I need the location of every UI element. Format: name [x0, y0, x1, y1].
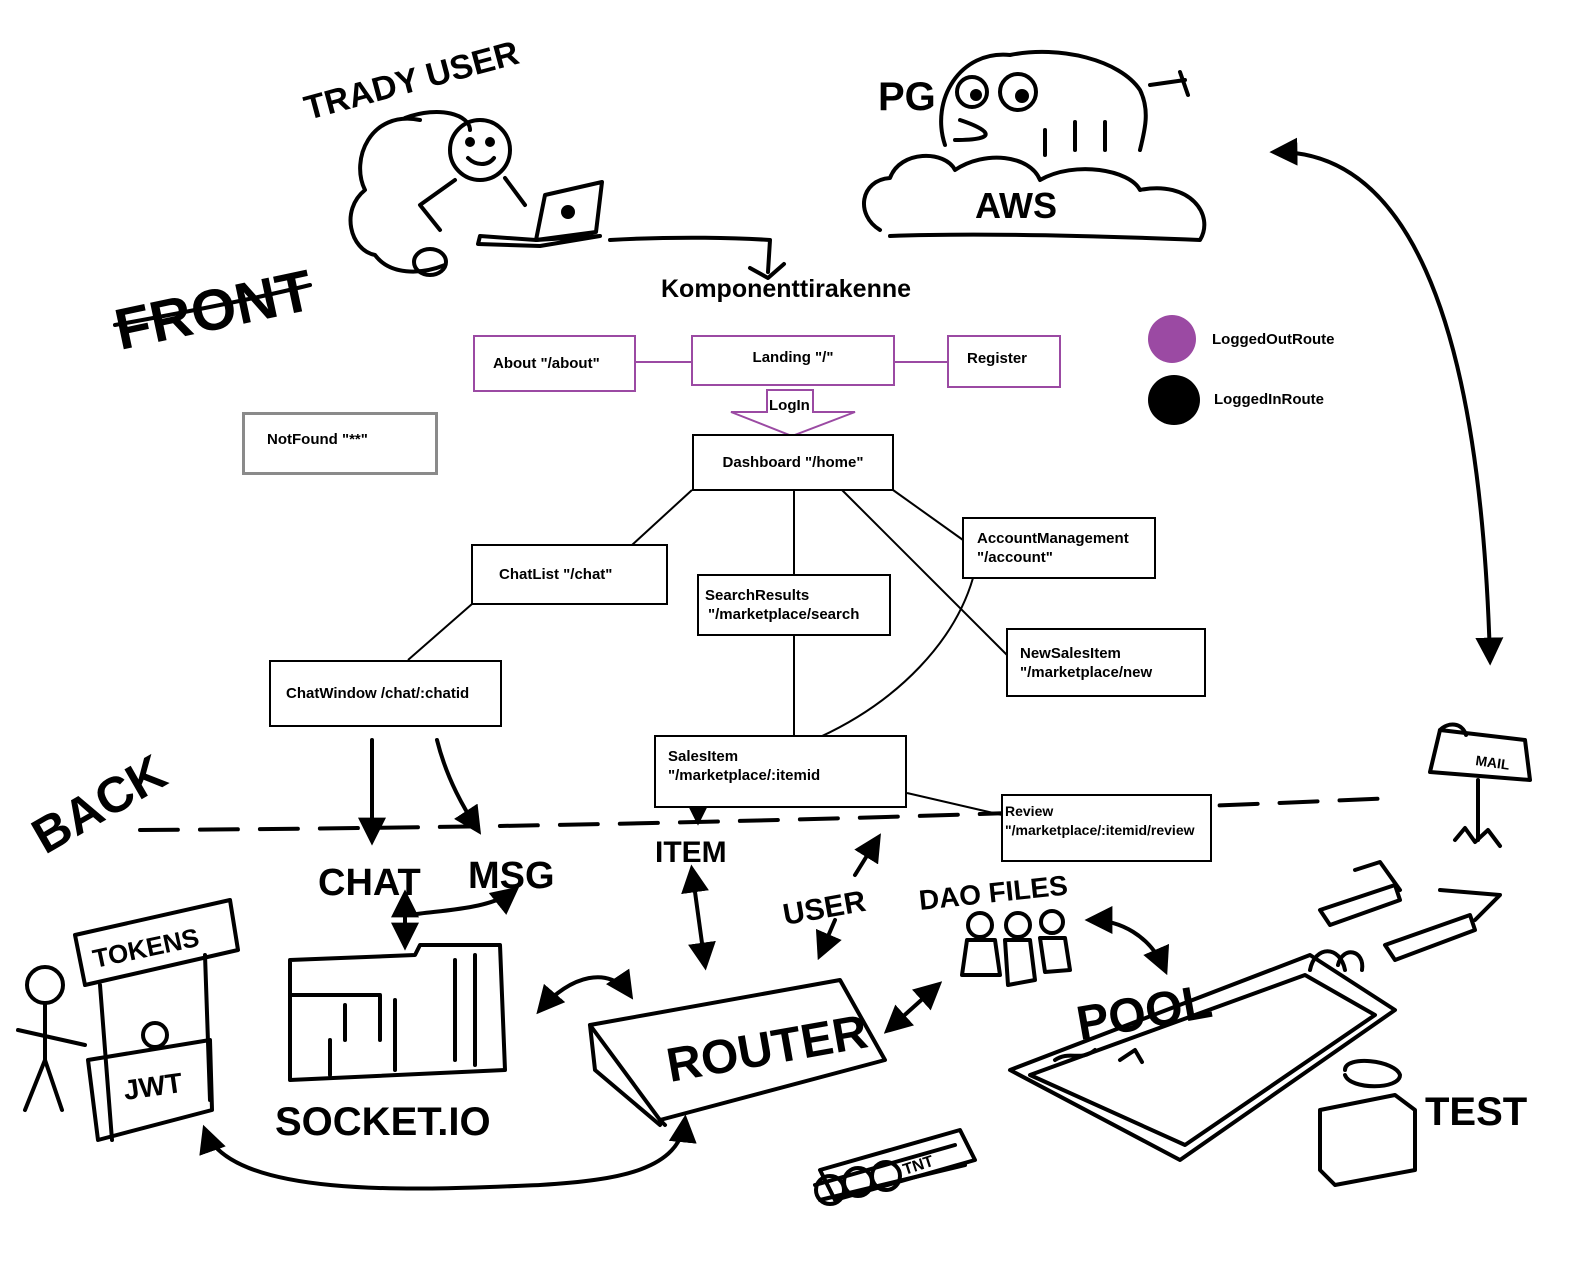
component-landing: Landing "/" [691, 335, 895, 386]
component-chatwindow: ChatWindow /chat/:chatid [269, 660, 502, 727]
label-item: ITEM [655, 836, 727, 869]
legend-loggedout-swatch [1148, 315, 1196, 363]
label-pg: PG [878, 75, 936, 119]
label-router: ROUTER [663, 1005, 872, 1092]
component-accountmanagement-name: AccountManagement [977, 530, 1129, 547]
component-accountmanagement-path: "/account" [977, 549, 1053, 566]
legend-loggedout-label: LoggedOutRoute [1212, 331, 1335, 348]
component-review: Review "/marketplace/:itemid/review [1001, 794, 1212, 862]
component-salesitem: SalesItem "/marketplace/:itemid [654, 735, 907, 808]
label-jwt: JWT [122, 1067, 185, 1106]
diagram-title: Komponenttirakenne [661, 275, 912, 303]
component-salesitem-name: SalesItem [668, 748, 739, 765]
component-dashboard-label: Dashboard "/home" [722, 454, 864, 471]
legend-loggedin-label: LoggedInRoute [1214, 391, 1324, 408]
component-review-name: Review [1005, 803, 1054, 819]
component-chatwindow-label: ChatWindow /chat/:chatid [286, 685, 470, 702]
tokens-router-arrow [199, 1114, 697, 1191]
login-label: LogIn [769, 397, 810, 414]
trady-user-illustration [348, 110, 786, 280]
lounge-chairs-illustration [1318, 860, 1502, 962]
mailbox-illustration [1428, 722, 1532, 848]
label-test: TEST [1425, 1090, 1527, 1134]
front-underline [113, 283, 312, 327]
label-front: FRONT [109, 258, 318, 363]
tokens-stand-illustration [16, 898, 240, 1142]
label-trady-user: TRADY USER [300, 34, 523, 128]
label-user: USER [780, 885, 868, 932]
component-register: Register [947, 335, 1061, 388]
component-chatlist-label: ChatList "/chat" [499, 566, 613, 583]
label-socket: SOCKET.IO [275, 1100, 491, 1144]
component-newsalesitem-name: NewSalesItem [1020, 644, 1121, 662]
component-salesitem-path: "/marketplace/:itemid [668, 767, 821, 784]
login-arrow [730, 389, 856, 438]
aws-cloud-illustration [862, 49, 1207, 242]
label-chat: CHAT [318, 862, 421, 904]
component-searchresults: SearchResults "/marketplace/search [697, 574, 891, 636]
legend-loggedin-swatch [1148, 375, 1200, 425]
component-chatlist: ChatList "/chat" [471, 544, 668, 605]
label-msg: MSG [468, 855, 555, 897]
test-illustration [1318, 1058, 1417, 1187]
component-review-path: "/marketplace/:itemid/review [1005, 822, 1195, 838]
component-searchresults-name: SearchResults [705, 587, 810, 604]
component-about-label: About "/about" [493, 355, 600, 372]
component-register-label: Register [967, 350, 1028, 367]
component-notfound-label: NotFound "**" [267, 431, 368, 448]
label-aws: AWS [975, 185, 1057, 226]
component-newsalesitem: NewSalesItem "/marketplace/new [1006, 628, 1206, 697]
component-newsalesitem-path: "/marketplace/new [1020, 663, 1153, 681]
tnt-illustration [813, 1128, 977, 1206]
label-pool: POOL [1073, 975, 1216, 1051]
socket-io-illustration [288, 943, 507, 1082]
component-connectors [407, 361, 1013, 816]
pool-illustration [1008, 949, 1397, 1162]
dao-files-illustration [960, 909, 1072, 987]
component-searchresults-path: "/marketplace/search [708, 606, 860, 623]
component-landing-label: Landing "/" [752, 349, 834, 366]
component-accountmanagement: AccountManagement "/account" [962, 517, 1156, 579]
label-mail: MAIL [1475, 752, 1512, 773]
component-about: About "/about" [473, 335, 636, 392]
aws-connection-arrow [1269, 137, 1504, 666]
component-dashboard: Dashboard "/home" [692, 434, 894, 491]
label-back: BACK [23, 744, 176, 865]
label-dao-files: DAO FILES [917, 870, 1069, 916]
component-notfound: NotFound "**" [242, 412, 438, 475]
